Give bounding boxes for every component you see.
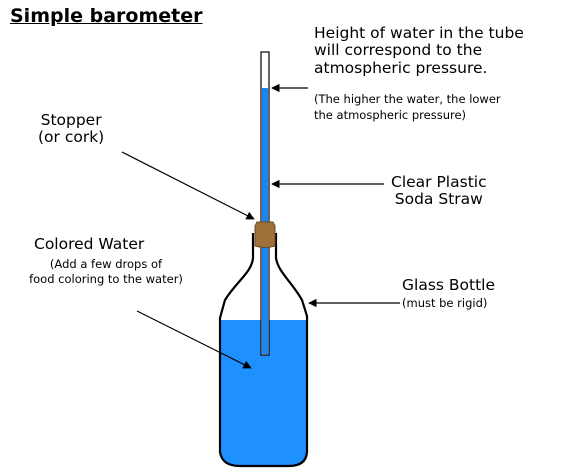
straw-label: Clear Plastic Soda Straw (391, 173, 487, 209)
glass-bottle (218, 233, 309, 468)
stopper-cork (254, 221, 276, 248)
stopper-label: Stopper (or cork) (38, 111, 105, 147)
height-note-line-3: atmospheric pressure. (314, 58, 488, 77)
height-note-line-1: Height of water in the tube (314, 24, 524, 42)
glass-bottle-subnote: (must be rigid) (402, 296, 488, 310)
height-subnote: (The higher the water, the lower the atm… (314, 92, 501, 123)
stopper-line-2: (or cork) (38, 128, 105, 147)
colored-water-subnote: (Add a few drops of food coloring to the… (6, 257, 206, 287)
height-note: Height of water in the tube will corresp… (314, 24, 524, 77)
height-subnote-line-1: (The higher the water, the lower (314, 92, 501, 106)
colored-water-label: Colored Water (34, 235, 145, 253)
colored-water-arrow (136, 310, 252, 369)
stopper-arrow (121, 151, 255, 220)
colored-water-sub-line-1: (Add a few drops of (49, 257, 163, 271)
height-note-line-2: will correspond to the (314, 41, 483, 60)
straw-water-column (262, 88, 268, 354)
height-subnote-line-2: the atmospheric pressure) (314, 107, 467, 122)
colored-water-sub-line-2: food coloring to the water) (29, 271, 183, 286)
straw-line-2: Soda Straw (394, 190, 483, 209)
stopper-line-1: Stopper (40, 111, 102, 129)
diagram-title: Simple barometer (10, 5, 203, 27)
glass-bottle-label: Glass Bottle (402, 276, 496, 294)
straw-line-1: Clear Plastic (391, 173, 487, 191)
